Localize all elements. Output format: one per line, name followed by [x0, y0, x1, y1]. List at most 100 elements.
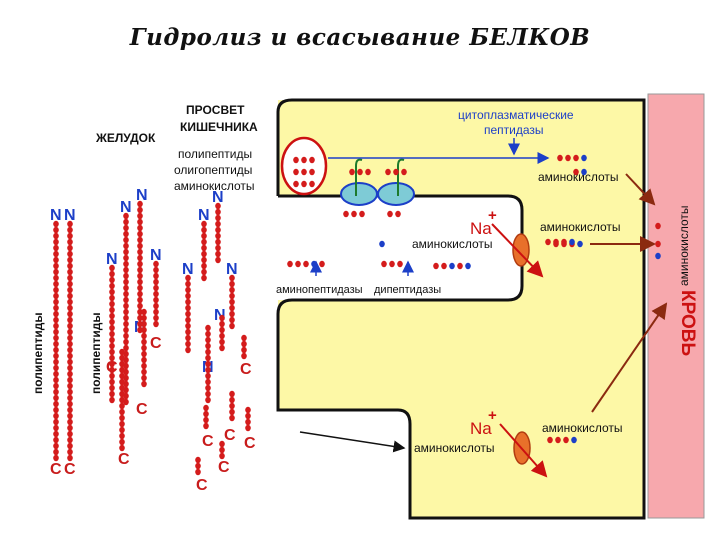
amino-acid-dot	[571, 436, 577, 444]
amino-acid-dot	[319, 260, 325, 268]
peptide-residue	[137, 200, 143, 208]
blood-aminoacids-label: аминокислоты	[677, 205, 691, 286]
c-terminus-label: C	[64, 461, 76, 478]
peptide-residue	[67, 454, 73, 462]
peptide-residue	[153, 320, 159, 328]
n-terminus-label: N	[182, 261, 194, 278]
peptide-residue	[109, 360, 115, 368]
amino-acid-dot	[449, 262, 455, 270]
peptide-residue	[123, 230, 129, 238]
peptide-residue	[201, 226, 207, 234]
peptide-residue	[119, 372, 125, 380]
cytoplasmic-peptidases-label-1: цитоплазматические	[458, 108, 574, 122]
amino-acid-dot	[385, 168, 391, 176]
peptide-residue	[153, 272, 159, 280]
peptide-residue	[137, 284, 143, 292]
peptide-residue	[185, 346, 191, 354]
peptide-residue	[119, 432, 125, 440]
peptide-residue	[201, 232, 207, 240]
peptide-residue	[205, 348, 211, 356]
peptide-residue	[229, 286, 235, 294]
peptide-residue	[67, 220, 73, 228]
peptide-residue	[67, 430, 73, 438]
peptide-residue	[53, 352, 59, 360]
n-terminus-label: N	[212, 189, 224, 206]
aminoacids-label-lumen: аминокислоты	[412, 237, 493, 251]
amino-acid-dot	[295, 260, 301, 268]
peptide-residue	[109, 336, 115, 344]
peptide-residue	[137, 254, 143, 262]
c-terminus-label: C	[224, 427, 236, 444]
peptide-residue	[109, 270, 115, 278]
peptide-residue	[53, 250, 59, 258]
peptide-residue	[241, 352, 247, 360]
peptide-residue	[53, 244, 59, 252]
peptide-residue	[229, 396, 235, 404]
n-terminus-label: N	[106, 251, 118, 268]
peptide-residue	[141, 344, 147, 352]
peptide-residue	[123, 248, 129, 256]
amino-acid-dot	[553, 238, 559, 246]
peptide-residue	[185, 280, 191, 288]
n-terminus-label: N	[150, 247, 162, 264]
peptide-residue	[119, 378, 125, 386]
peptide-residue	[219, 344, 225, 352]
peptide-residue	[123, 254, 129, 262]
peptide-residue	[245, 412, 251, 420]
membrane-channel-1	[340, 182, 378, 206]
peptide-residue	[123, 260, 129, 268]
peptide-residue	[245, 406, 251, 414]
lumen-contents-polypeptides: полипептиды	[178, 147, 252, 161]
peptide-residue	[67, 412, 73, 420]
peptide-residue	[67, 274, 73, 282]
peptide-residue	[53, 430, 59, 438]
sodium-label-lower: Na	[470, 419, 492, 438]
carrier-arrow-lower-in	[499, 423, 548, 478]
peptide-residue	[53, 322, 59, 330]
c-terminus-label: C	[196, 477, 208, 494]
terminus-labels: NNCCNCNCNNCNCNNNNNNCCCCCC	[50, 187, 256, 494]
peptide-residue	[53, 286, 59, 294]
c-terminus-label: C	[244, 435, 256, 452]
peptide-residue	[137, 302, 143, 310]
channel-hook-2	[397, 158, 405, 196]
peptide-residue	[137, 242, 143, 250]
peptide-residue	[137, 272, 143, 280]
n-terminus-label: N	[120, 199, 132, 216]
peptide-residue	[219, 452, 225, 460]
peptide-residue	[123, 314, 129, 322]
peptide-residue	[141, 308, 147, 316]
peptide-residue	[119, 384, 125, 392]
lumen-contents-aminoacids: аминокислоты	[174, 179, 255, 193]
peptide-residue	[153, 284, 159, 292]
peptide-residue	[67, 334, 73, 342]
peptide-residue	[67, 310, 73, 318]
peptide-residue	[153, 278, 159, 286]
peptide-residue	[245, 424, 251, 432]
peptide-residue	[137, 206, 143, 214]
peptide-residue	[141, 380, 147, 388]
peptide-residue	[195, 462, 201, 470]
peptide-residue	[153, 314, 159, 322]
peptide-residue	[137, 224, 143, 232]
peptide-residue	[185, 286, 191, 294]
peptide-residue	[67, 232, 73, 240]
peptide-residue	[185, 292, 191, 300]
peptide-residue	[201, 244, 207, 252]
peptide-residue	[67, 298, 73, 306]
peptide-residue	[109, 276, 115, 284]
peptide-residue	[229, 390, 235, 398]
amino-acid-dot	[433, 262, 439, 270]
polypeptides-label-2: полипептиды	[89, 312, 103, 394]
peptide-residue	[119, 420, 125, 428]
peptide-residue	[119, 396, 125, 404]
peptide-residue	[119, 366, 125, 374]
peptide-residue	[241, 334, 247, 342]
amino-acid-dot	[389, 260, 395, 268]
peptide-residue	[67, 448, 73, 456]
peptide-residue	[67, 352, 73, 360]
peptide-residue	[67, 328, 73, 336]
peptide-residue	[53, 418, 59, 426]
peptide-residue	[215, 226, 221, 234]
